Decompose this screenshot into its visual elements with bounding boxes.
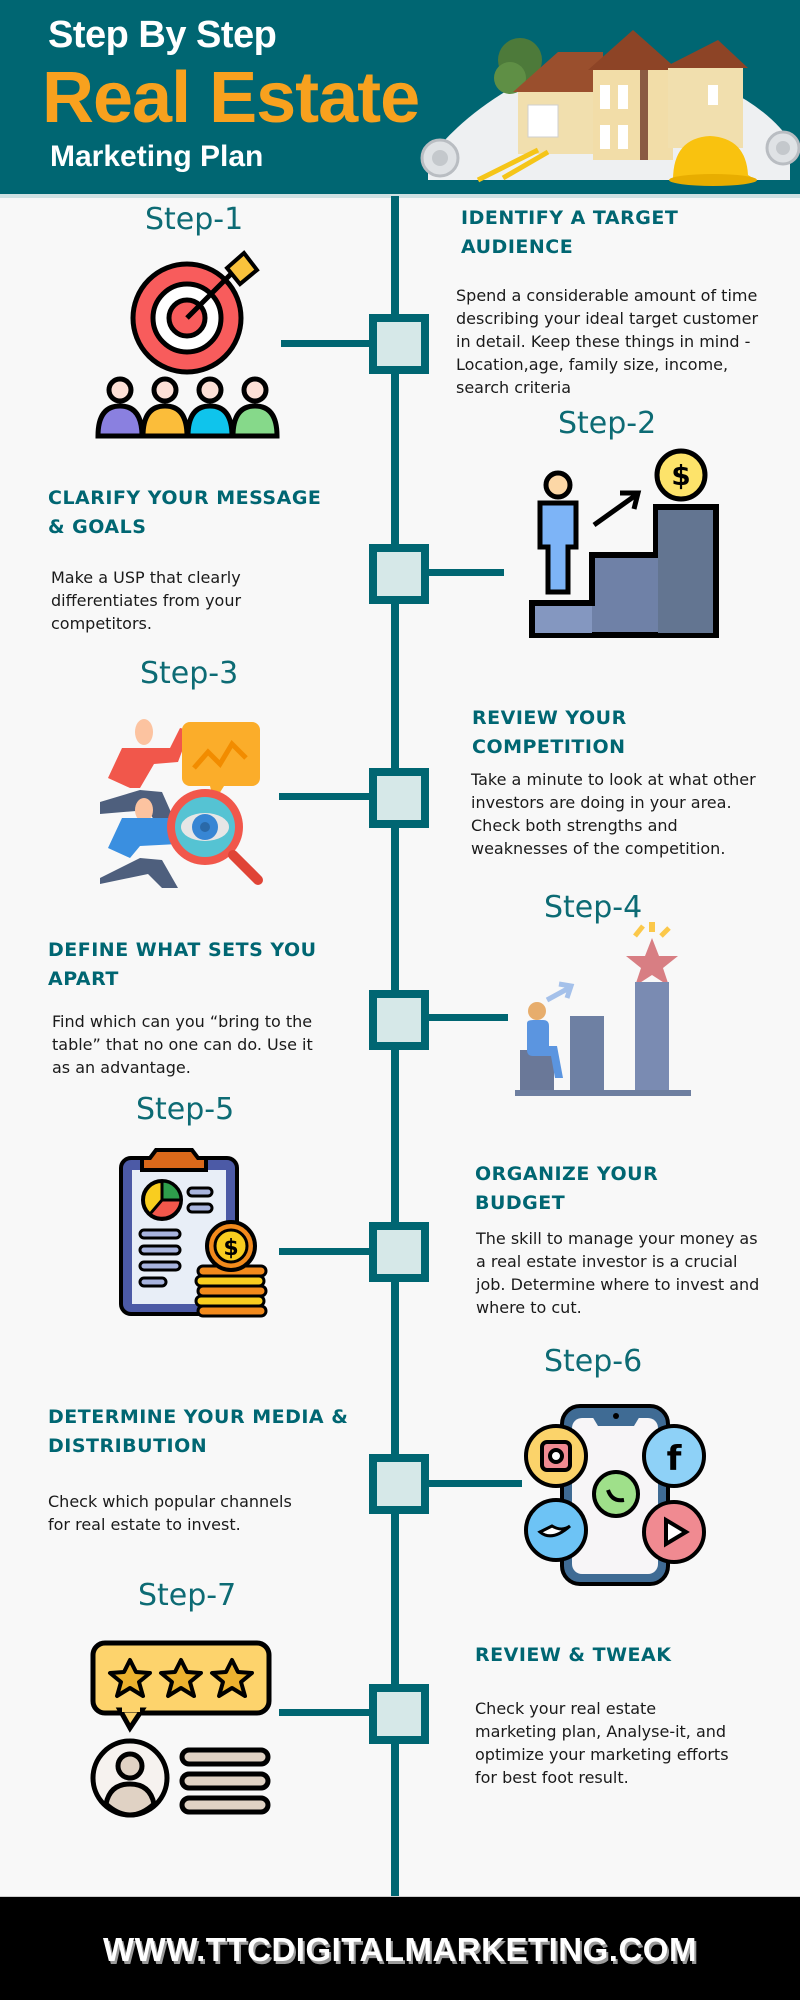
step-7-node xyxy=(369,1684,429,1744)
header-subtitle-top: Step By Step xyxy=(48,14,277,56)
step-1-node xyxy=(369,314,429,374)
step-2-node xyxy=(369,544,429,604)
svg-text:f: f xyxy=(667,1439,683,1479)
budget-clipboard-coins-icon: $ xyxy=(119,1148,268,1318)
step-3-title: REVIEW YOUR COMPETITION xyxy=(472,707,627,758)
step-6-node xyxy=(369,1454,429,1514)
step-2-description: Make a USP that clearly differentiates f… xyxy=(51,568,242,633)
step-6-connector xyxy=(410,1480,522,1487)
step-1-title: IDENTIFY A TARGET AUDIENCE xyxy=(461,207,679,258)
house-blueprint-icon xyxy=(420,30,800,186)
step-5-connector xyxy=(279,1248,379,1255)
step-6-title: DETERMINE YOUR MEDIA & DISTRIBUTION xyxy=(48,1406,349,1457)
header-subtitle-bottom: Marketing Plan xyxy=(50,140,264,173)
step-4-connector xyxy=(410,1014,508,1021)
standout-bar-star-icon xyxy=(515,922,691,1096)
svg-text:$: $ xyxy=(223,1236,238,1261)
step-3-node xyxy=(369,768,429,828)
step-5-label: Step-5 xyxy=(136,1092,235,1127)
step-3-description: Take a minute to look at what other inve… xyxy=(471,770,756,858)
step-6-label: Step-6 xyxy=(544,1344,643,1379)
competition-analysis-icon xyxy=(100,719,263,888)
step-4-description: Find which can you “bring to the table” … xyxy=(52,1012,313,1077)
target-audience-icon xyxy=(95,250,280,439)
step-6-description: Check which popular channels for real es… xyxy=(48,1492,292,1534)
footer-banner: WWW.TTCDIGITALMARKETING.COM xyxy=(0,1896,800,2000)
step-7-connector xyxy=(279,1709,379,1716)
header-divider xyxy=(0,194,800,198)
step-7-description: Check your real estate marketing plan, A… xyxy=(475,1699,729,1787)
step-3-label: Step-3 xyxy=(140,656,239,691)
step-2-label: Step-2 xyxy=(558,406,657,441)
header-banner: Step By Step Real Estate Marketing Plan xyxy=(0,0,800,196)
website-url-link[interactable]: WWW.TTCDIGITALMARKETING.COM xyxy=(103,1931,697,1968)
step-1-description: Spend a considerable amount of time desc… xyxy=(456,286,759,397)
step-1-connector xyxy=(281,340,381,347)
growth-stairs-icon: $ xyxy=(529,448,719,638)
step-5-title: ORGANIZE YOUR BUDGET xyxy=(475,1163,659,1214)
step-2-title: CLARIFY YOUR MESSAGE & GOALS xyxy=(48,487,322,538)
social-media-phone-icon: f xyxy=(524,1404,706,1586)
step-5-node xyxy=(369,1222,429,1282)
step-2-connector xyxy=(410,569,504,576)
step-4-node xyxy=(369,990,429,1050)
step-7-label: Step-7 xyxy=(138,1578,237,1613)
header-title: Real Estate xyxy=(42,58,420,138)
step-1-label: Step-1 xyxy=(145,202,244,237)
svg-text:$: $ xyxy=(671,459,690,492)
step-7-title: REVIEW & TWEAK xyxy=(475,1644,672,1666)
step-4-label: Step-4 xyxy=(544,890,643,925)
step-4-title: DEFINE WHAT SETS YOU APART xyxy=(48,939,317,990)
step-5-description: The skill to manage your money as a real… xyxy=(476,1229,760,1317)
step-3-connector xyxy=(279,793,379,800)
review-rating-icon xyxy=(90,1640,272,1818)
